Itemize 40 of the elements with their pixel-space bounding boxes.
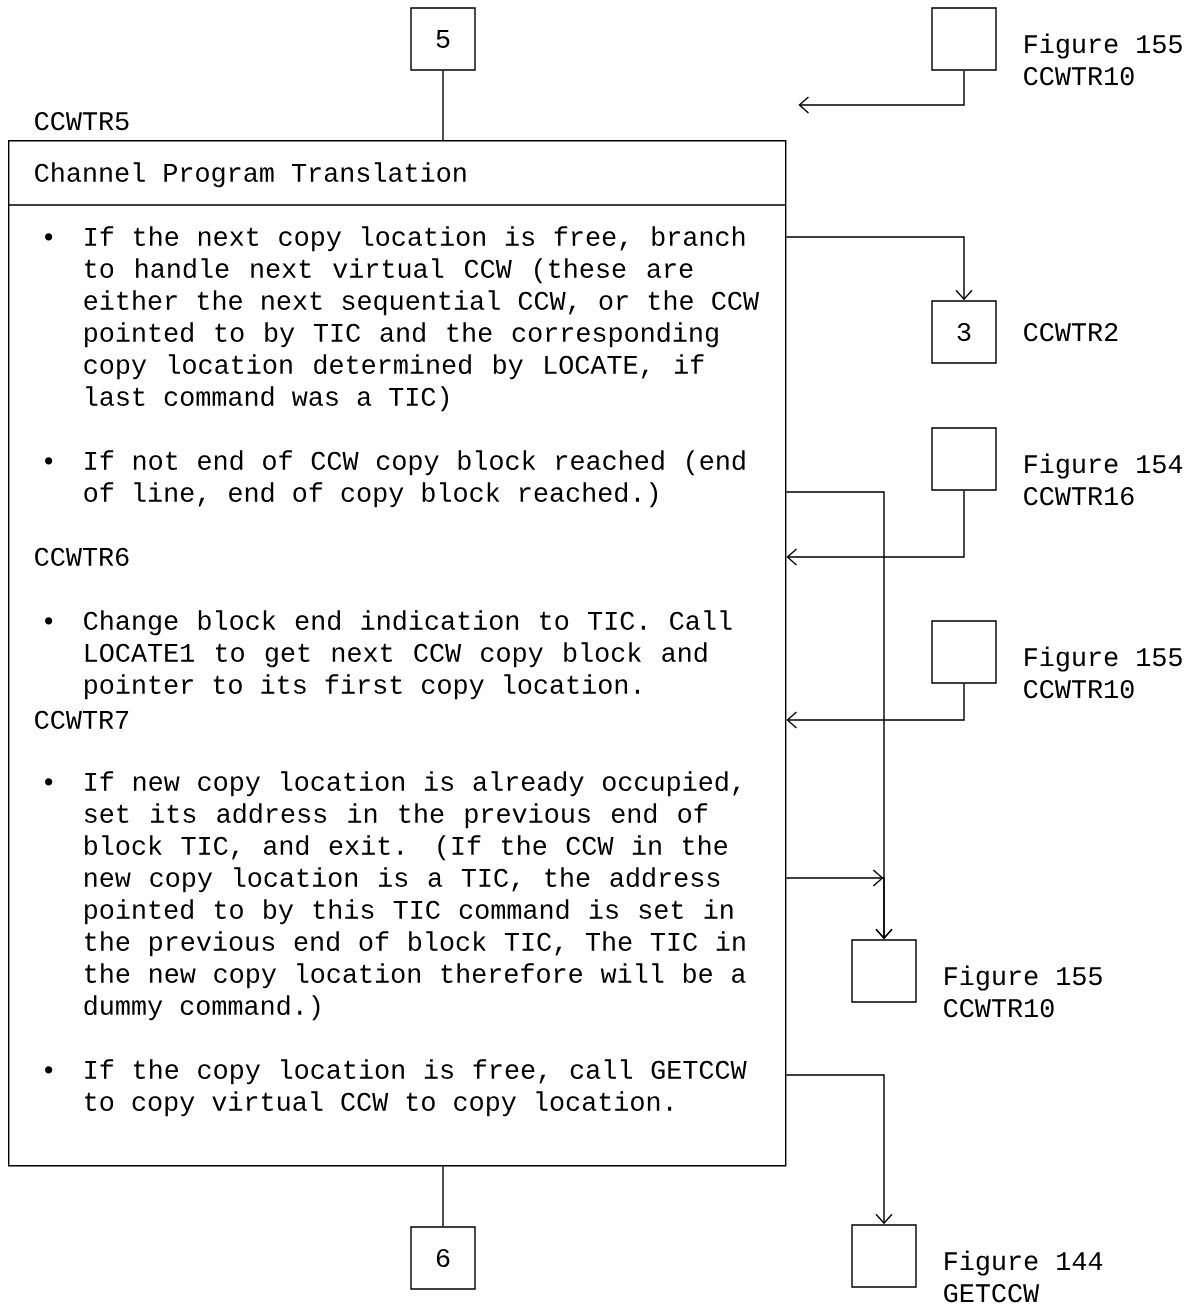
reference-text: Figure 155 [1025,646,1182,672]
connector-box [931,427,997,491]
reference-text: CCWTR16 [1024,487,1134,506]
arrow [785,869,893,940]
box-heading: Channel Program Translation [35,162,466,188]
bullet-point: • [45,617,53,625]
section-label: CCWTR7 [35,710,129,729]
connector-box [931,620,997,684]
bullet-point: • [45,457,53,465]
bullet-point: • [45,778,53,786]
connector-box: 3 [931,300,997,364]
reference-text: Figure 154 [1025,453,1183,479]
bullet-text: If the copy location is free, call GETCCW to copy virtual CCW to copy location. [85,1059,747,1117]
reference-text: CCWTR10 [1024,67,1134,86]
connector-box [851,1224,917,1288]
bullet-text: If new copy location is already occupied, set its address in the previous end of block TIC, and exit. (If the CCW in the new copy location is a TIC, the address pointed to by this TIC command is set in the previous end of block TIC, The TIC in the new copy location therefore will be a dummy command.) [84,771,746,1021]
arrow [785,1074,893,1225]
bullet-text: Change block end indication to TIC. Call LOCATE1 to get next CCW copy block and pointer to its first copy location. [84,610,732,700]
reference-text: CCWTR10 [1024,680,1134,699]
bullet-text: If not end of CCW copy block reached (end of line, end of copy block reached.) [84,450,745,508]
reference-text: GETCCW [944,1284,1040,1303]
process-box [8,140,787,1167]
connector-box: 6 [410,1226,476,1290]
connector-box: 5 [410,7,476,71]
section-label: CCWTR6 [35,547,129,566]
reference-text: CCWTR10 [944,999,1054,1018]
bullet-point: • [45,233,53,241]
arrow [786,490,965,566]
section-label: CCWTR5 [35,112,129,131]
reference-text: CCWTR2 [1024,323,1118,342]
arrow [786,683,965,729]
arrow [785,236,973,301]
reference-text: Figure 144 [945,1250,1103,1276]
bullet-text: If the next copy location is free, branch to handle next virtual CCW (these are either the next sequential CCW, or the CCW pointed to by TIC and the corresponding copy location determined by LOCATE, if last command was a TIC) [84,226,760,412]
bullet-point: • [45,1066,53,1074]
arrow [798,70,965,114]
reference-text: Figure 155 [945,965,1102,991]
reference-text: Figure 155 [1025,33,1182,59]
connector-box [931,7,997,71]
connector-box [851,939,917,1003]
